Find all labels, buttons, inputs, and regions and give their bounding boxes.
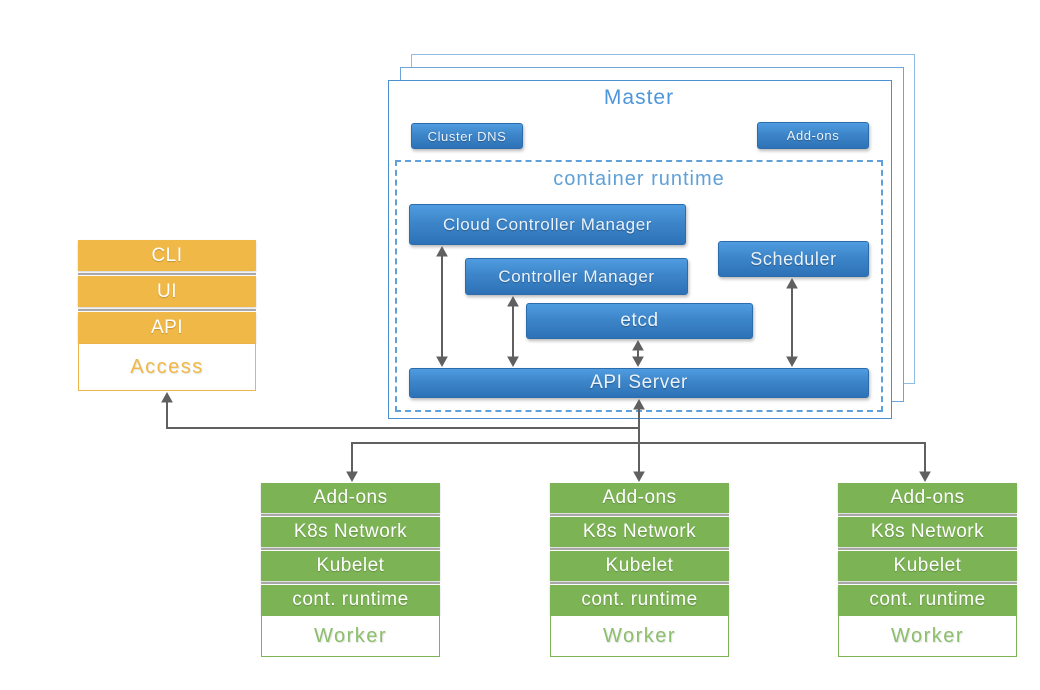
worker3-k8s-network: K8s Network — [838, 517, 1017, 547]
divider — [550, 582, 729, 584]
worker2-cont-runtime: cont. runtime — [550, 585, 729, 615]
worker1-cont-runtime: cont. runtime — [261, 585, 440, 615]
cloud-controller-manager-box: Cloud Controller Manager — [409, 204, 686, 245]
arrow-api-server-workers-1-3 — [346, 442, 931, 483]
worker-stack-3: Add-ons K8s Network Kubelet cont. runtim… — [838, 483, 1017, 657]
worker-stack-2: Add-ons K8s Network Kubelet cont. runtim… — [550, 483, 729, 657]
access-row-ui: UI — [78, 276, 256, 307]
divider — [550, 548, 729, 550]
divider — [78, 272, 256, 275]
worker3-addons: Add-ons — [838, 483, 1017, 513]
worker3-cont-runtime: cont. runtime — [838, 585, 1017, 615]
access-row-cli: CLI — [78, 240, 256, 271]
master-title: Master — [603, 86, 675, 109]
container-runtime-title: container runtime — [553, 168, 725, 190]
master-addons-box: Add-ons — [757, 122, 869, 149]
divider — [78, 308, 256, 311]
worker3-kubelet: Kubelet — [838, 551, 1017, 581]
divider — [550, 514, 729, 516]
worker2-addons: Add-ons — [550, 483, 729, 513]
cluster-dns-box: Cluster DNS — [411, 123, 523, 149]
access-stack: CLI UI API Access — [78, 240, 256, 391]
divider — [838, 514, 1017, 516]
worker1-addons: Add-ons — [261, 483, 440, 513]
controller-manager-box: Controller Manager — [465, 258, 688, 295]
access-label: Access — [78, 343, 256, 391]
worker2-kubelet: Kubelet — [550, 551, 729, 581]
worker2-k8s-network: K8s Network — [550, 517, 729, 547]
etcd-box: etcd — [526, 303, 753, 339]
divider — [261, 582, 440, 584]
scheduler-box: Scheduler — [718, 241, 869, 277]
worker1-label: Worker — [261, 615, 440, 657]
divider — [838, 582, 1017, 584]
worker3-label: Worker — [838, 615, 1017, 657]
divider — [261, 548, 440, 550]
api-server-box: API Server — [409, 368, 869, 398]
worker1-kubelet: Kubelet — [261, 551, 440, 581]
worker-stack-1: Add-ons K8s Network Kubelet cont. runtim… — [261, 483, 440, 657]
access-row-api: API — [78, 312, 256, 343]
divider — [261, 514, 440, 516]
worker1-k8s-network: K8s Network — [261, 517, 440, 547]
worker2-label: Worker — [550, 615, 729, 657]
divider — [838, 548, 1017, 550]
